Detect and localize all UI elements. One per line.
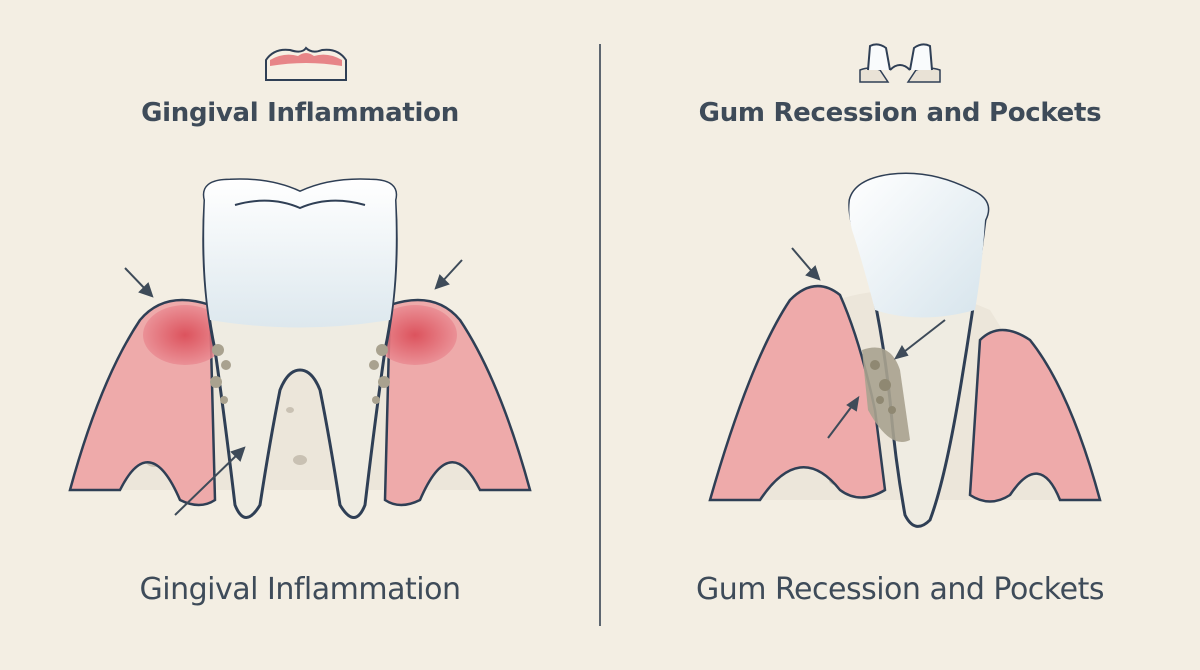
- caption-gum-recession: Gum Recession and Pockets: [696, 572, 1104, 607]
- tartar-deposits: [870, 360, 896, 414]
- tooth-crown: [204, 179, 396, 328]
- panel-gum-recession: Gum Recession and Pockets: [600, 0, 1200, 670]
- heading-gingival-inflammation: Gingival Inflammation: [141, 98, 459, 128]
- panel-divider: [599, 44, 601, 626]
- indicator-arrows: [791, 247, 946, 439]
- inflamed-gum-right: [373, 305, 457, 365]
- inflamed-gum-left: [143, 305, 227, 365]
- gum-line-icon: [264, 40, 348, 84]
- tartar-deposits: [210, 344, 390, 404]
- crown-fissure: [234, 199, 366, 210]
- gingival-inflammation-illustration: [68, 178, 532, 519]
- gum-right: [968, 328, 1102, 503]
- receding-tooth-icon: [858, 40, 942, 84]
- heading-gum-recession: Gum Recession and Pockets: [698, 98, 1102, 128]
- panel-gingival-inflammation: Gingival Inflammation: [68, 40, 532, 607]
- gum-left-receded: [708, 285, 887, 502]
- indicator-arrows: [124, 259, 463, 516]
- caption-gingival-inflammation: Gingival Inflammation: [139, 572, 461, 607]
- gum-recession-illustration: [708, 172, 1102, 528]
- tooth-crown: [849, 174, 988, 318]
- periodontal-pocket: [862, 347, 910, 442]
